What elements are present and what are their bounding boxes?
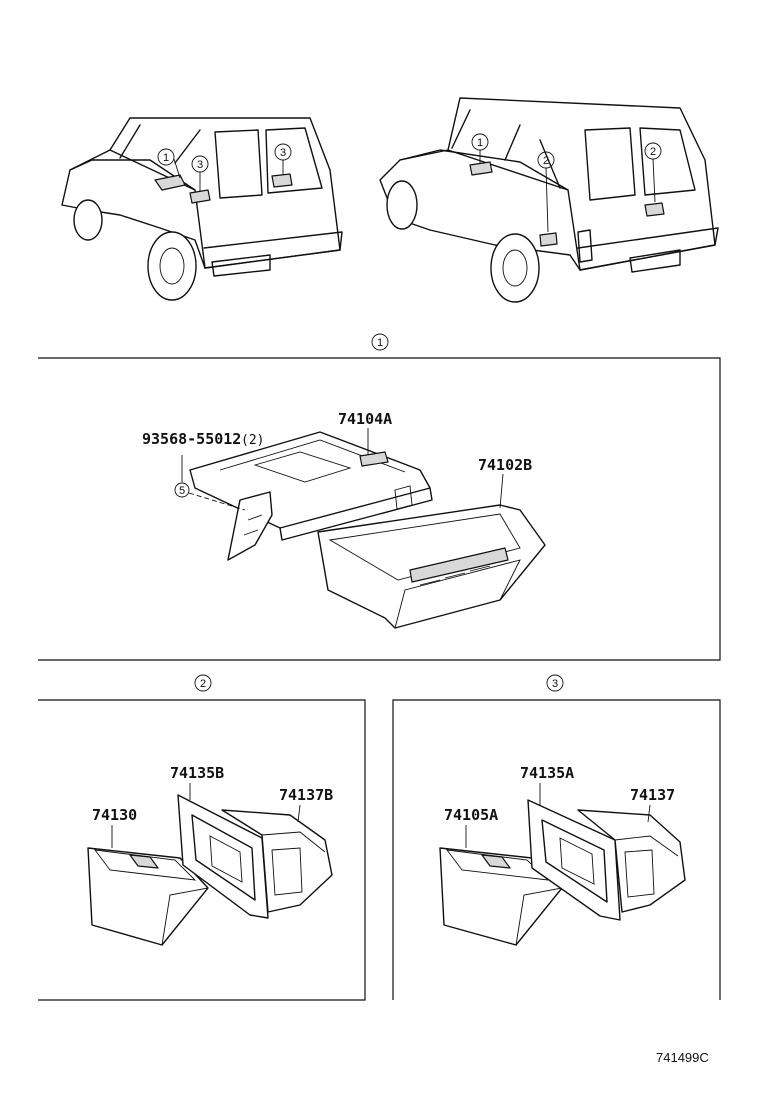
svg-text:1: 1 <box>477 137 483 149</box>
retainer-74135A <box>527 799 621 921</box>
part-number-74135B: 74135B <box>170 764 224 782</box>
svg-text:3: 3 <box>280 147 286 159</box>
glove-box-door-74104A <box>189 431 433 561</box>
bolt-quantity: (2) <box>241 433 264 448</box>
svg-text:2: 2 <box>650 146 656 158</box>
part-number-74102B: 74102B <box>478 456 532 474</box>
drawing-code: 741499C <box>656 1050 709 1065</box>
ashtray-74105A <box>439 847 563 946</box>
callout-2-vehicle-b-left: 2 <box>537 151 555 233</box>
svg-text:2: 2 <box>543 155 549 167</box>
leader-74137B <box>297 804 301 823</box>
callout-3-vehicle-a-left: 3 <box>191 155 209 192</box>
part-number-74105A: 74105A <box>444 806 498 824</box>
svg-text:1: 1 <box>377 337 383 349</box>
callout-3-vehicle-a-right: 3 <box>274 143 292 175</box>
section-3-frame <box>392 699 721 1000</box>
section-2-frame <box>38 699 366 1001</box>
part-number-74137: 74137 <box>630 786 675 804</box>
callout-5-bolt: 5 <box>174 455 246 511</box>
svg-text:2: 2 <box>200 678 206 690</box>
ashtray-74130 <box>87 847 209 946</box>
part-number-93568-55012: 93568-55012 <box>142 430 241 448</box>
retainer-74135B <box>177 794 269 919</box>
leader-74102B <box>499 473 504 509</box>
callout-1-vehicle-b: 1 <box>471 133 489 163</box>
svg-text:1: 1 <box>163 152 169 164</box>
svg-text:3: 3 <box>552 678 558 690</box>
vehicle-short-wheelbase <box>61 117 343 301</box>
housing-74137 <box>577 809 686 913</box>
callout-2-vehicle-b-right: 2 <box>644 142 662 203</box>
glove-compartment-74102B <box>317 504 546 629</box>
section-2-header: 2 <box>194 674 212 692</box>
leader-74137 <box>647 804 651 823</box>
section-1-frame <box>38 357 721 661</box>
part-number-74130: 74130 <box>92 806 137 824</box>
vehicle-long-wheelbase <box>379 97 719 303</box>
housing-74137B <box>221 809 333 913</box>
svg-text:3: 3 <box>197 159 203 171</box>
part-number-74104A: 74104A <box>338 410 392 428</box>
section-1-header: 1 <box>371 333 389 351</box>
section-3-header: 3 <box>546 674 564 692</box>
svg-text:5: 5 <box>179 485 185 497</box>
callout-1-vehicle-a: 1 <box>157 148 181 179</box>
part-number-74137B: 74137B <box>279 786 333 804</box>
part-number-74135A: 74135A <box>520 764 574 782</box>
